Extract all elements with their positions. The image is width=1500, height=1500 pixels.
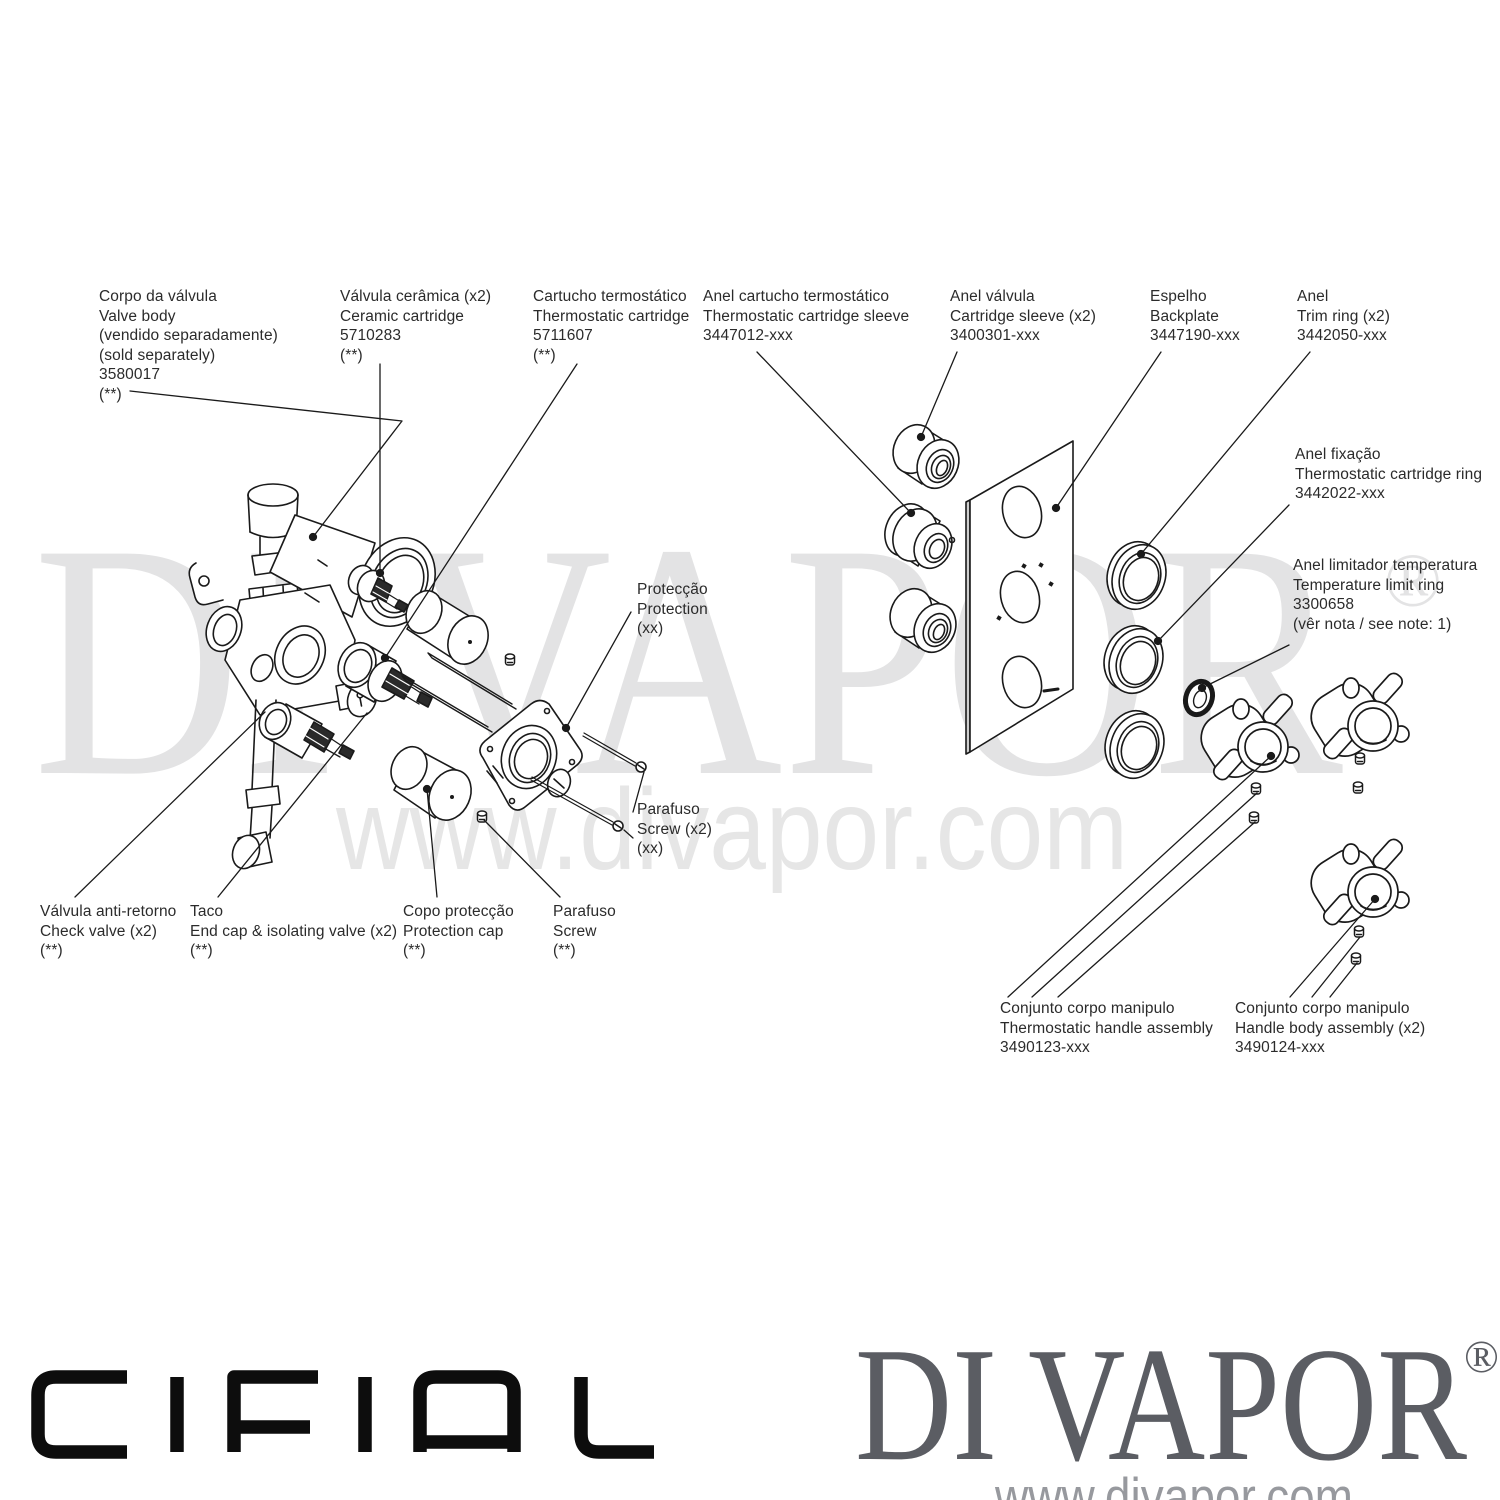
trim-ring-drawing — [1106, 540, 1167, 611]
label-anel-valvula: Anel válvula Cartridge sleeve (x2) 34003… — [950, 288, 1096, 344]
thermostatic-cartridge-drawing — [337, 641, 433, 708]
thermostatic-sleeve-drawing — [884, 503, 956, 570]
divapor-logo: DI VAPOR ® www.divapor.com — [855, 1315, 1499, 1500]
protection-cylinder-drawing — [405, 589, 489, 665]
label-proteccao: Protecção Protection (xx) — [637, 581, 708, 637]
label-copo-proteccao: Copo protecção Protection cap (**) — [403, 903, 514, 959]
label-conjunto-manipulo: Conjunto corpo manipulo Handle body asse… — [1235, 1000, 1426, 1056]
leader-lines — [74, 351, 1380, 998]
label-valvula-ceramica: Válvula cerâmica (x2) Ceramic cartridge … — [340, 288, 492, 364]
label-parafuso: Parafuso Screw (**) — [553, 903, 616, 959]
label-anel-fixacao: Anel fixação Thermostatic cartridge ring… — [1295, 446, 1483, 502]
trim-ring-drawing — [1104, 709, 1165, 780]
label-anel-cartucho: Anel cartucho termostático Thermostatic … — [703, 288, 910, 344]
label-anel-limitador: Anel limitador temperatura Temperature l… — [1293, 557, 1478, 633]
cartridge-sleeve-drawing — [889, 587, 957, 654]
divapor-website-text: www.divapor.com — [994, 1468, 1353, 1500]
label-espelho: Espelho Backplate 3447190-xxx — [1150, 288, 1240, 344]
divapor-registered-icon: ® — [1464, 1331, 1499, 1382]
protection-housing-drawing — [401, 652, 583, 811]
backplate-drawing — [965, 440, 1074, 755]
watermark-registered-icon: ® — [1384, 539, 1442, 623]
label-corpo-da-valvula: Corpo da válvula Valve body (vendido sep… — [99, 288, 278, 403]
long-screw-drawing — [530, 732, 647, 832]
label-taco: Taco End cap & isolating valve (x2) (**) — [190, 903, 398, 959]
label-cartucho-termostatico: Cartucho termostático Thermostatic cartr… — [533, 288, 690, 364]
ceramic-cartridge-drawing — [347, 564, 409, 613]
check-valve-drawing — [258, 701, 355, 760]
cartridge-sleeve-drawing — [892, 423, 960, 490]
label-valvula-anti-retorno: Válvula anti-retorno Check valve (x2) (*… — [40, 903, 177, 959]
label-anel-trim-ring: Anel Trim ring (x2) 3442050-xxx — [1297, 288, 1390, 344]
divapor-logo-text: DI VAPOR — [855, 1315, 1467, 1495]
handle-body-assembly-drawing — [1301, 835, 1410, 965]
protection-cap-drawing — [390, 745, 472, 821]
small-screw-top-drawing — [504, 653, 516, 666]
cifial-logo — [31, 1370, 654, 1459]
label-conjunto-termostatico: Conjunto corpo manipulo Thermostatic han… — [1000, 1000, 1214, 1056]
thermostatic-cartridge-ring-drawing — [1103, 624, 1164, 695]
label-parafuso-x2: Parafuso Screw (x2) (xx) — [637, 801, 713, 857]
